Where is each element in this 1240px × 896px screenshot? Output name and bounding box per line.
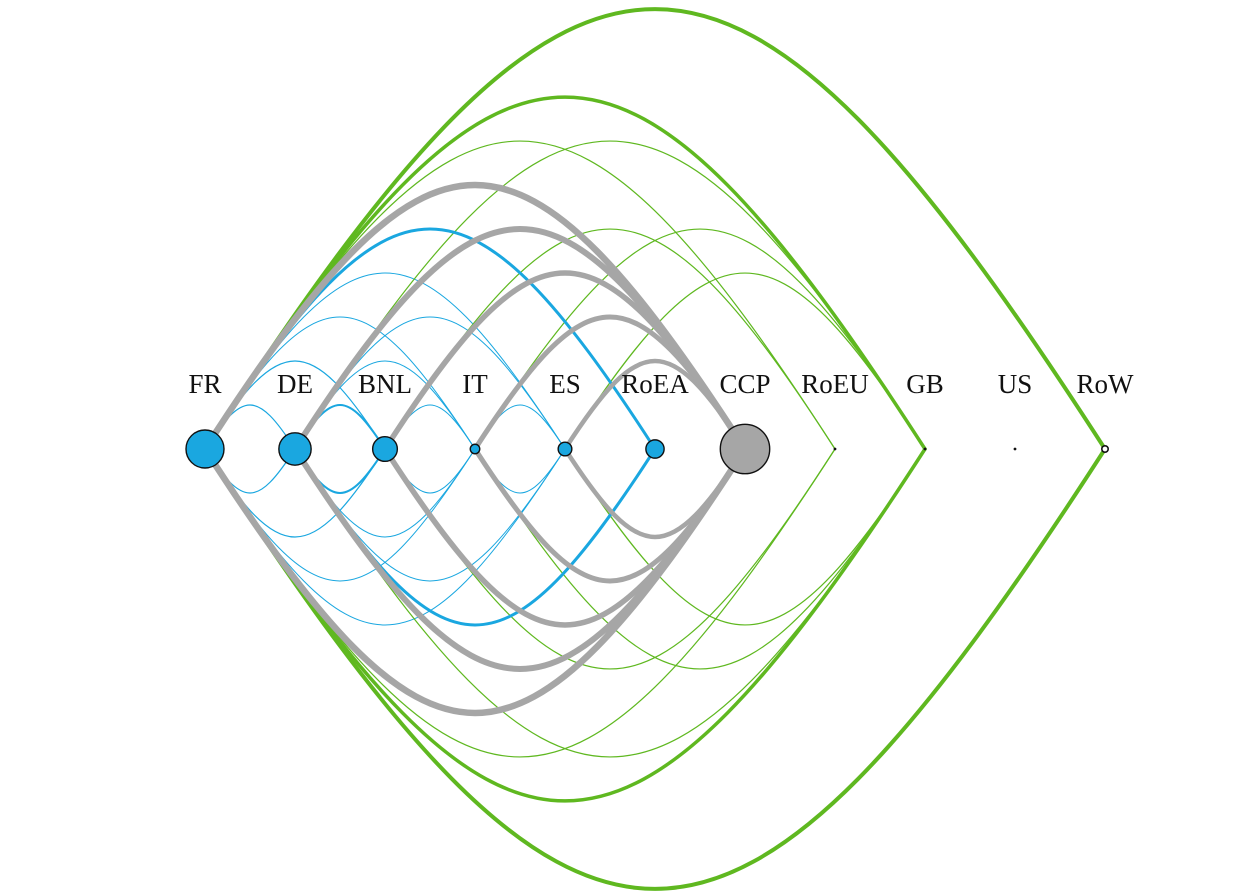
node-label-gb: GB <box>906 369 944 399</box>
edge-fr-ccp-bottom <box>201 445 749 716</box>
edge-fr-row-bottom <box>203 447 1107 891</box>
edge-layer <box>201 7 1107 891</box>
node-label-roea: RoEA <box>621 369 689 399</box>
node-es <box>557 441 573 457</box>
node-label-de: DE <box>277 369 313 399</box>
node-layer <box>185 423 1110 475</box>
edge-it-gb-bottom <box>474 448 926 670</box>
edge-es-gb-top <box>564 272 926 450</box>
edge-es-gb-bottom <box>564 448 926 626</box>
node-fr <box>185 429 225 469</box>
node-us <box>1013 447 1017 451</box>
node-label-bnl: BNL <box>358 369 412 399</box>
label-layer: FR DE BNL IT ES RoEA CCP RoEU GB US RoW <box>188 369 1134 399</box>
node-it <box>469 443 481 455</box>
node-row <box>1101 444 1110 453</box>
edge-de-roea-bottom <box>293 447 657 627</box>
node-label-it: IT <box>462 369 488 399</box>
node-label-us: US <box>998 369 1033 399</box>
edge-fr-gb-bottom <box>203 447 927 803</box>
edge-fr-gb-top <box>203 95 927 451</box>
node-label-roeu: RoEU <box>801 369 869 399</box>
edge-bnl-ccp-top <box>382 270 748 452</box>
edge-fr-row-top <box>203 7 1107 451</box>
node-ccp <box>719 423 771 475</box>
edge-fr-roeu-top <box>204 140 836 450</box>
node-de <box>278 432 312 466</box>
node-label-es: ES <box>549 369 581 399</box>
edge-it-gb-top <box>474 228 926 450</box>
node-label-fr: FR <box>188 369 221 399</box>
node-roea <box>645 439 665 459</box>
node-label-row: RoW <box>1077 369 1135 399</box>
node-roeu <box>833 447 837 451</box>
node-bnl <box>371 435 399 463</box>
node-gb <box>923 447 927 451</box>
node-label-ccp: CCP <box>719 369 770 399</box>
edge-fr-roeu-bottom <box>204 448 836 758</box>
edge-bnl-ccp-bottom <box>382 446 748 628</box>
edge-fr-ccp-top <box>201 182 749 453</box>
